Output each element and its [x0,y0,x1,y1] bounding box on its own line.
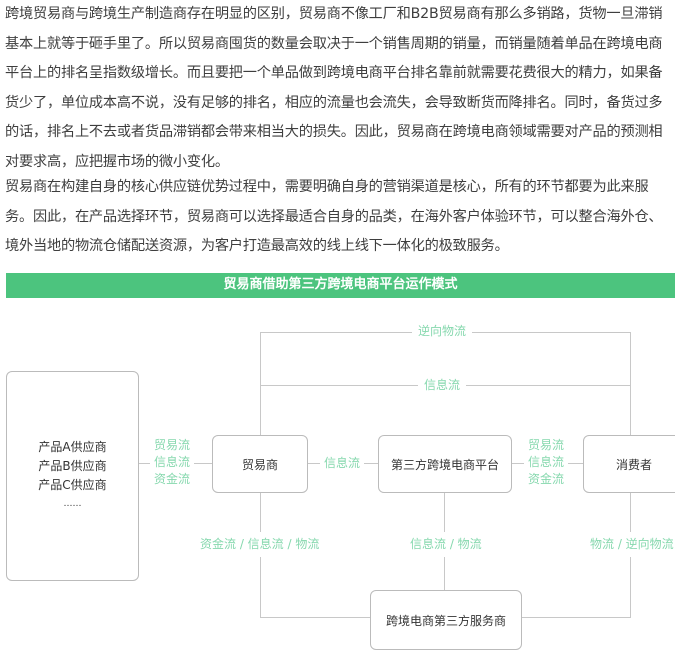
flow-supplier-trader: 贸易流 信息流 资金流 [150,437,195,488]
flow-trader-service: 资金流 / 信息流 / 物流 [198,532,322,557]
supplier-c: 产品C供应商 [38,478,107,492]
node-platform: 第三方跨境电商平台 [378,435,512,493]
flow-label: 资金流 [154,472,191,486]
flow-reverse-top: 逆向物流 [412,323,473,340]
supplier-b: 产品B供应商 [38,459,107,473]
flow-info-top: 信息流 [418,377,467,394]
node-trader: 贸易商 [212,435,308,493]
node-service: 跨境电商第三方服务商 [370,590,522,650]
paragraph-1: 跨境贸易商与跨境生产制造商存在明显的区别，贸易商不像工厂和B2B贸易商有那么多销… [5,6,663,170]
flow-label: 资金流 [528,472,565,486]
paragraph-2: 贸易商在构建自身的核心供应链优势过程中，需要明确自身的营销渠道是核心，所有的环节… [5,179,663,254]
node-consumer: 消费者 [583,435,675,493]
flow-label: 信息流 [154,455,191,469]
suppliers-box: 产品A供应商 产品B供应商 产品C供应商 …… [6,371,139,581]
flow-trader-platform: 信息流 [320,455,365,472]
diagram-title: 贸易商借助第三方跨境电商平台运作模式 [6,273,675,298]
supplier-a: 产品A供应商 [38,440,107,454]
supplier-more: …… [63,499,82,509]
flow-label: 贸易流 [528,438,565,452]
flow-label: 贸易流 [154,438,191,452]
flow-consumer-service: 物流 / 逆向物流 [588,532,675,557]
flow-platform-service: 信息流 / 物流 [408,532,484,557]
flow-label: 信息流 [528,455,565,469]
flow-platform-consumer: 贸易流 信息流 资金流 [524,437,569,488]
